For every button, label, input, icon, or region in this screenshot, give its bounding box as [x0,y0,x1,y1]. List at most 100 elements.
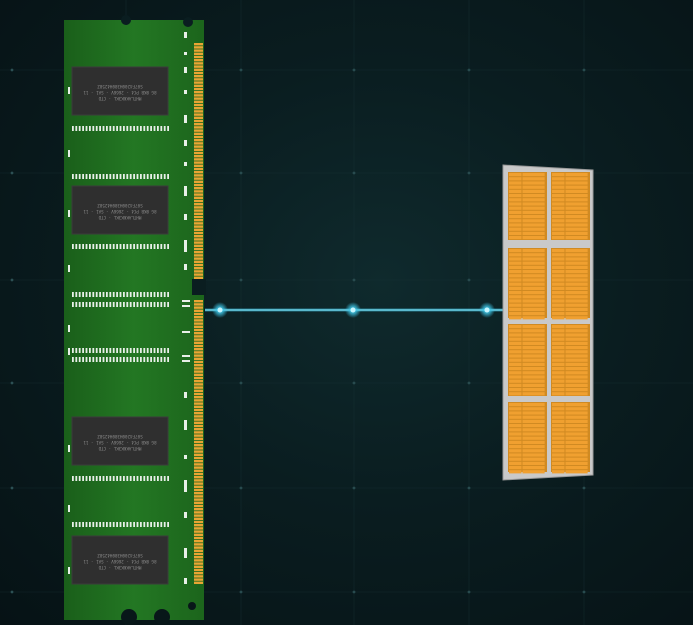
silkscreen-pad [123,174,125,179]
die-cell [565,411,588,415]
silkscreen-mark [68,348,70,355]
silkscreen-mark [184,32,187,38]
die-cell [522,329,545,333]
silkscreen-pad [102,476,105,481]
die-cell [565,453,588,457]
silkscreen-pad [102,174,105,179]
silkscreen-pad [82,174,84,179]
gold-contact [194,52,203,55]
gold-contact [194,59,203,62]
silkscreen-pad [75,292,78,297]
gold-contact [194,476,203,479]
gold-contact [194,396,203,399]
die-cell [552,206,565,210]
silkscreen-mark [184,186,187,196]
die-cell [565,173,588,177]
silkscreen-pad [167,302,169,307]
silkscreen-pad [163,126,166,131]
gold-contact [194,488,203,492]
die-cell [509,466,522,470]
silkscreen-pad [92,126,95,131]
silkscreen-pad [136,244,139,249]
die-cell [509,362,522,366]
silkscreen-pad [126,174,129,179]
silkscreen-pad [89,302,91,307]
die-cell [565,383,588,387]
die-cell [552,265,565,269]
die-cell [509,295,522,299]
die-cell [509,407,522,411]
die-cell [522,436,545,440]
silkscreen-pad [129,174,132,179]
silkscreen-pad [160,302,163,307]
die-cell [509,341,522,345]
gold-contact [194,273,203,276]
gold-contact [194,575,203,578]
die-cell [509,388,522,392]
die-cell [522,379,545,383]
die-cell [509,316,522,320]
die-cell [509,358,522,362]
die-cell [522,354,545,358]
die-cell [565,295,588,299]
die-cell [509,457,522,461]
silkscreen-pad [92,302,95,307]
silkscreen-pad [72,522,74,527]
ram-pcb [64,20,204,620]
gold-contact [194,319,203,322]
silkscreen-pad [143,292,146,297]
gold-contact [194,100,203,103]
gold-contact [194,370,203,373]
ram-mount-hole [188,602,196,610]
die-cell [509,181,522,185]
die-cell [552,411,565,415]
silkscreen-pad [146,174,149,179]
silkscreen-pad [150,292,152,297]
silkscreen-pad [133,522,135,527]
die-cell [552,282,565,286]
silkscreen-pad [78,126,81,131]
silkscreen-pad [92,357,95,362]
die-cell [509,415,522,419]
die-cell [565,325,588,329]
silkscreen-pad [112,126,115,131]
silkscreen-pad [157,522,159,527]
gold-contact [194,376,203,380]
silkscreen-pad [95,476,98,481]
die-cell [565,257,588,261]
die-cell [552,403,565,407]
gold-contact [194,158,203,161]
silkscreen-pad [99,174,101,179]
gold-contact [194,316,203,319]
silkscreen-pad [92,522,95,527]
die-cell [552,424,565,428]
silkscreen-pad [167,174,169,179]
die-cell [565,375,588,379]
silkscreen-pad [129,292,132,297]
silkscreen-pad [109,357,112,362]
silkscreen-pad [99,476,101,481]
silkscreen-pad [133,302,135,307]
silkscreen-pad [143,522,146,527]
silkscreen-pad [75,476,78,481]
gold-contact [194,94,203,97]
die-cell [522,325,545,329]
die-cell [522,449,545,453]
gold-contact [194,225,203,228]
silkscreen-mark [184,240,187,252]
silkscreen-pad [150,174,152,179]
silkscreen-pad [146,302,149,307]
die-cell [522,257,545,261]
gold-contact [194,559,203,562]
chip-label-line: 8G 8KB PC4 - 2666V - SA1 - 11 [83,559,157,564]
gold-contact [194,161,203,164]
gold-contact [194,556,203,559]
silkscreen-pad [146,292,149,297]
die-cell [522,198,545,202]
silkscreen-pad [89,174,91,179]
gold-contact [194,412,203,415]
die-cell [509,278,522,282]
die-cell [509,173,522,177]
silkscreen-pad [143,348,146,353]
gold-contact [194,65,203,68]
